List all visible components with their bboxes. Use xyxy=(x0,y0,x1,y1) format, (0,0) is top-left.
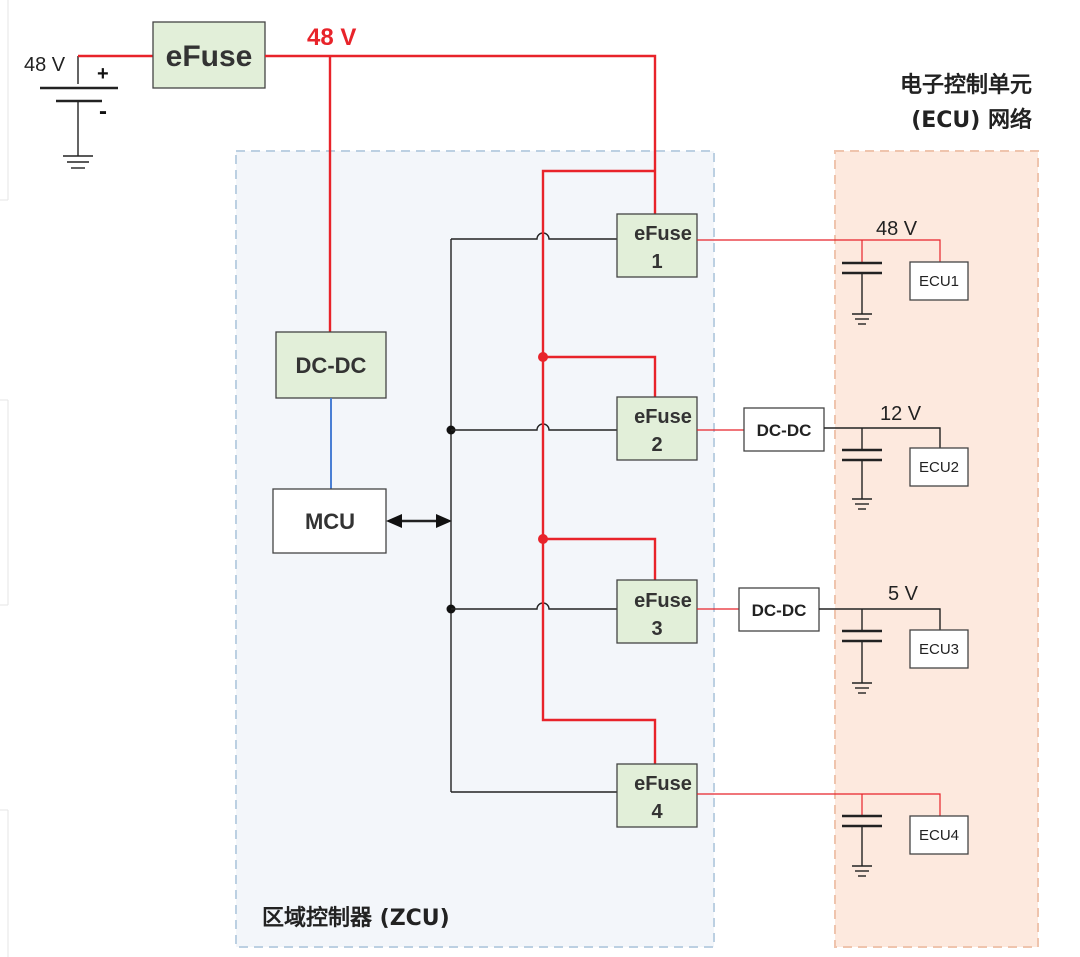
efuse-2-box xyxy=(616,396,698,461)
efuse-2-line1: eFuse xyxy=(634,406,692,428)
efuse-1-line2: 1 xyxy=(651,251,662,273)
bus-main-line xyxy=(265,54,657,214)
ecu2-box xyxy=(909,447,969,487)
efuse-4-line2: 4 xyxy=(651,801,663,823)
efuse-4-line1: eFuse xyxy=(634,773,692,795)
efuse-2-line2: 2 xyxy=(651,434,662,456)
zcu-title: 区域控制器 (ZCU) xyxy=(262,905,450,931)
capacitor-3 xyxy=(842,629,882,694)
page-edge-marks xyxy=(0,0,9,957)
output-line-3b xyxy=(819,608,941,630)
minus-sign: - xyxy=(99,98,107,125)
ecu2-voltage: 12 V xyxy=(880,403,922,425)
ecu4-box xyxy=(909,815,969,855)
main-efuse-box xyxy=(152,21,266,89)
ecu-title-line1: 电子控制单元 xyxy=(900,72,1032,98)
dcdc-5v-label: DC-DC xyxy=(752,601,807,620)
ecu1-voltage: 48 V xyxy=(876,218,918,240)
branch-efuse-2 xyxy=(543,355,657,397)
efuse-3-box xyxy=(616,579,698,644)
battery-symbol xyxy=(40,56,118,156)
ecu1-label: ECU1 xyxy=(919,273,959,290)
efuse-3-line2: 3 xyxy=(651,618,662,640)
efuse-1-box xyxy=(616,213,698,278)
ecu1-box xyxy=(909,261,969,301)
efuse-4-box xyxy=(616,763,698,828)
mcu-bus-arrow xyxy=(386,514,452,528)
zcu-distribution-bus xyxy=(541,169,657,764)
efuse-1-line1: eFuse xyxy=(634,223,692,245)
capacitor-1 xyxy=(842,261,882,325)
ecu3-label: ECU3 xyxy=(919,641,959,658)
output-line-4 xyxy=(697,793,941,816)
main-efuse-label: eFuse xyxy=(166,40,253,73)
ground-symbol xyxy=(63,155,93,169)
dcdc-12v-box xyxy=(743,407,825,452)
plus-sign: + xyxy=(97,63,109,85)
efuse-3-line1: eFuse xyxy=(634,590,692,612)
output-line-1 xyxy=(697,239,941,262)
dcdc-5v-box xyxy=(738,587,820,632)
bus-voltage-label: 48 V xyxy=(307,24,356,51)
capacitor-4 xyxy=(842,814,882,877)
ecu4-label: ECU4 xyxy=(919,827,959,844)
power-junction-3 xyxy=(538,534,548,544)
ecu2-label: ECU2 xyxy=(919,459,959,476)
branch-efuse-3 xyxy=(543,537,657,580)
mcu-box xyxy=(272,488,387,554)
dcdc-12v-label: DC-DC xyxy=(757,421,812,440)
ecu3-voltage: 5 V xyxy=(888,583,919,605)
source-voltage-label: 48 V xyxy=(24,54,66,76)
ecu3-box xyxy=(909,629,969,669)
zcu-dcdc-label: DC-DC xyxy=(296,353,367,378)
mcu-label: MCU xyxy=(305,509,355,534)
ecu-title-line2: (ECU) 网络 xyxy=(911,107,1032,133)
capacitor-2 xyxy=(842,448,882,510)
power-junction-2 xyxy=(538,352,548,362)
zcu-dcdc-box xyxy=(275,331,387,399)
